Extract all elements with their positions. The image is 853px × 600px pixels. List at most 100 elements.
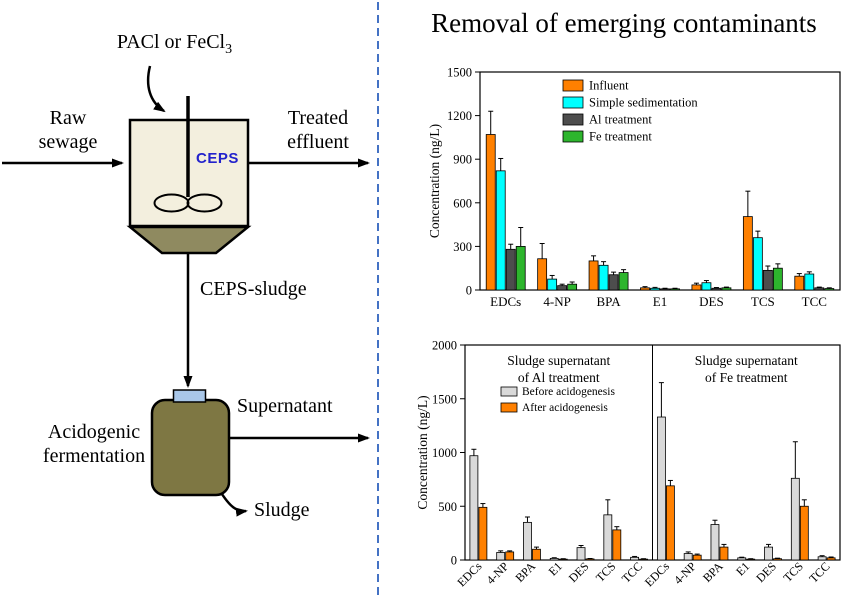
bar — [719, 546, 729, 561]
bar — [762, 269, 773, 291]
x-tick-label: E1 — [733, 559, 752, 578]
bar — [495, 170, 506, 291]
bar — [721, 287, 732, 291]
legend-swatch — [500, 402, 518, 413]
bar — [523, 521, 532, 561]
legend-swatch — [562, 113, 584, 126]
x-tick-label: TCS — [751, 294, 775, 309]
bar — [532, 548, 541, 561]
bar — [660, 288, 670, 291]
supernatant-label: Supernatant — [237, 395, 333, 417]
bar — [656, 416, 666, 561]
legend-label: Simple sedimentation — [589, 96, 698, 110]
legend-label: Al treatment — [589, 113, 652, 127]
bar — [598, 264, 609, 291]
fermenter-cap — [172, 389, 207, 403]
x-tick-label: TCC — [802, 294, 827, 309]
bar — [547, 278, 558, 291]
process-diagram — [2, 2, 379, 598]
bar — [752, 237, 763, 291]
legend-label: After acidogenesis — [522, 402, 608, 414]
bar — [576, 547, 586, 561]
bar — [670, 288, 680, 291]
bar — [537, 258, 548, 291]
x-tick-label: 4-NP — [543, 294, 570, 309]
y-tick-label: 1500 — [447, 66, 472, 80]
stirrer-blade-right — [186, 193, 223, 213]
legend-swatch — [500, 386, 518, 397]
x-tick-label: DES — [753, 559, 779, 585]
acidogenic-fermentation-label: Acidogenic fermentation — [42, 421, 146, 468]
y-axis-label: Concentration (ng/L) — [415, 395, 430, 509]
sludge-label: Sludge — [254, 499, 310, 521]
bar — [469, 455, 479, 561]
bar — [549, 557, 559, 561]
y-tick-label: 600 — [453, 196, 472, 210]
y-tick-label: 1200 — [447, 109, 472, 123]
y-tick-label: 900 — [453, 153, 472, 167]
coagulant-label-subscript: 3 — [225, 42, 233, 57]
legend-swatch — [562, 130, 584, 143]
x-tick-label: BPA — [597, 294, 622, 309]
x-tick-label: TCS — [780, 559, 805, 584]
x-tick-label: TCC — [619, 559, 645, 585]
y-tick-label: 0 — [451, 554, 457, 568]
bar — [557, 285, 568, 291]
legend-swatch — [562, 96, 584, 109]
bar — [603, 514, 613, 561]
raw-sewage-label: Raw sewage — [38, 107, 98, 154]
bar — [711, 287, 722, 291]
bar — [515, 245, 526, 291]
bar — [824, 288, 835, 291]
bar — [618, 272, 629, 291]
y-tick-label: 300 — [453, 240, 472, 254]
bar — [794, 275, 805, 291]
bar — [558, 558, 568, 561]
bar — [478, 506, 488, 561]
bar — [804, 273, 815, 291]
x-tick-label: TCS — [593, 559, 618, 584]
x-tick-label: DES — [699, 294, 724, 309]
bar — [485, 134, 496, 291]
legend-label: Fe treatment — [589, 130, 652, 144]
bar — [772, 267, 783, 291]
x-tick-label: E1 — [653, 294, 667, 309]
bar — [691, 284, 702, 291]
bar — [585, 558, 595, 561]
x-tick-label: DES — [566, 559, 592, 585]
treated-effluent-label: Treated effluent — [287, 107, 349, 154]
bar — [505, 248, 516, 291]
coagulant-label: PACl or FeCl3 — [92, 30, 257, 58]
panel-title: of Al treatment — [518, 370, 600, 385]
x-tick-label: 4-NP — [483, 559, 511, 587]
bar — [505, 551, 515, 561]
panel-title: of Fe treatment — [705, 370, 788, 385]
bar — [817, 556, 827, 561]
x-tick-label: EDCs — [642, 559, 672, 589]
y-tick-label: 1000 — [432, 446, 457, 460]
x-tick-label: E1 — [546, 559, 565, 578]
x-tick-label: EDCs — [454, 559, 484, 589]
bar — [742, 216, 753, 291]
legend-label: Before acidogenesis — [522, 386, 615, 398]
legend-label: Influent — [589, 79, 629, 93]
bar — [608, 274, 619, 291]
ceps-label: CEPS — [196, 150, 239, 167]
bar — [567, 283, 578, 291]
y-axis-label: Concentration (ng/L) — [427, 124, 442, 238]
x-tick-label: BPA — [512, 559, 538, 585]
coagulant-label-text: PACl or FeCl — [116, 31, 226, 53]
y-tick-label: 500 — [438, 500, 457, 514]
bar — [588, 260, 599, 291]
bar — [764, 546, 773, 561]
x-tick-label: TCC — [806, 559, 832, 585]
bar — [640, 287, 650, 291]
x-tick-label: 4-NP — [671, 559, 699, 587]
ceps-reactor-hopper — [126, 225, 252, 255]
bar — [612, 529, 622, 561]
y-tick-label: 1500 — [432, 392, 457, 406]
bar — [826, 557, 836, 561]
bar — [814, 287, 825, 291]
y-tick-label: 2000 — [432, 339, 457, 353]
